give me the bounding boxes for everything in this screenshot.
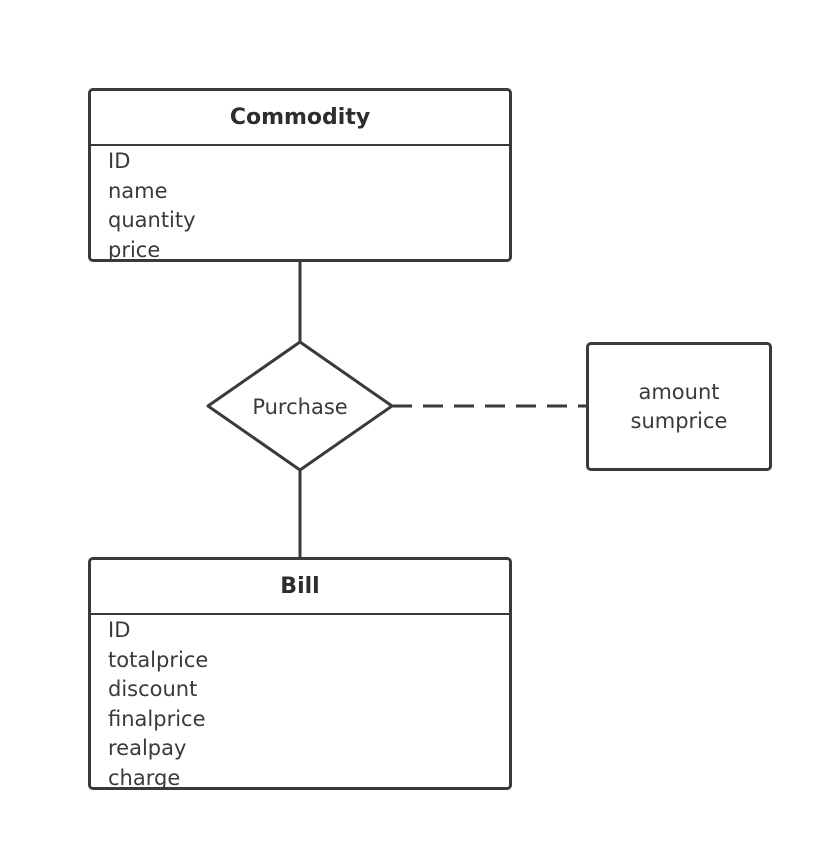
commodity-entity-title: Commodity — [91, 91, 509, 146]
purchase-relationship-label: Purchase — [252, 395, 348, 419]
commodity-entity: Commodity ID name quantity price — [88, 88, 512, 262]
bill-attribute-id: ID — [108, 618, 131, 642]
bill-attribute-totalprice: totalprice — [108, 647, 209, 672]
commodity-attribute-id: ID — [108, 149, 131, 173]
relationship-attribute-amount: amount — [638, 379, 720, 404]
commodity-attribute-list: ID name quantity price — [91, 146, 509, 265]
bill-attribute-realpay: realpay — [108, 736, 187, 760]
bill-attribute-list: ID totalprice discount finalprice realpa… — [91, 615, 509, 793]
commodity-attribute-name: name — [108, 178, 168, 203]
commodity-attribute-quantity: quantity — [108, 208, 196, 232]
purchase-relationship-diamond — [206, 340, 394, 472]
bill-entity: Bill ID totalprice discount finalprice r… — [88, 557, 512, 790]
bill-attribute-finalprice: finalprice — [108, 706, 206, 731]
relationship-attributes-box: amount sumprice — [586, 342, 772, 471]
bill-attribute-charge: charge — [108, 765, 181, 790]
commodity-attribute-price: price — [108, 237, 161, 262]
relationship-attribute-sumprice: sumprice — [630, 408, 728, 433]
bill-attribute-discount: discount — [108, 677, 198, 701]
bill-entity-title: Bill — [91, 560, 509, 615]
